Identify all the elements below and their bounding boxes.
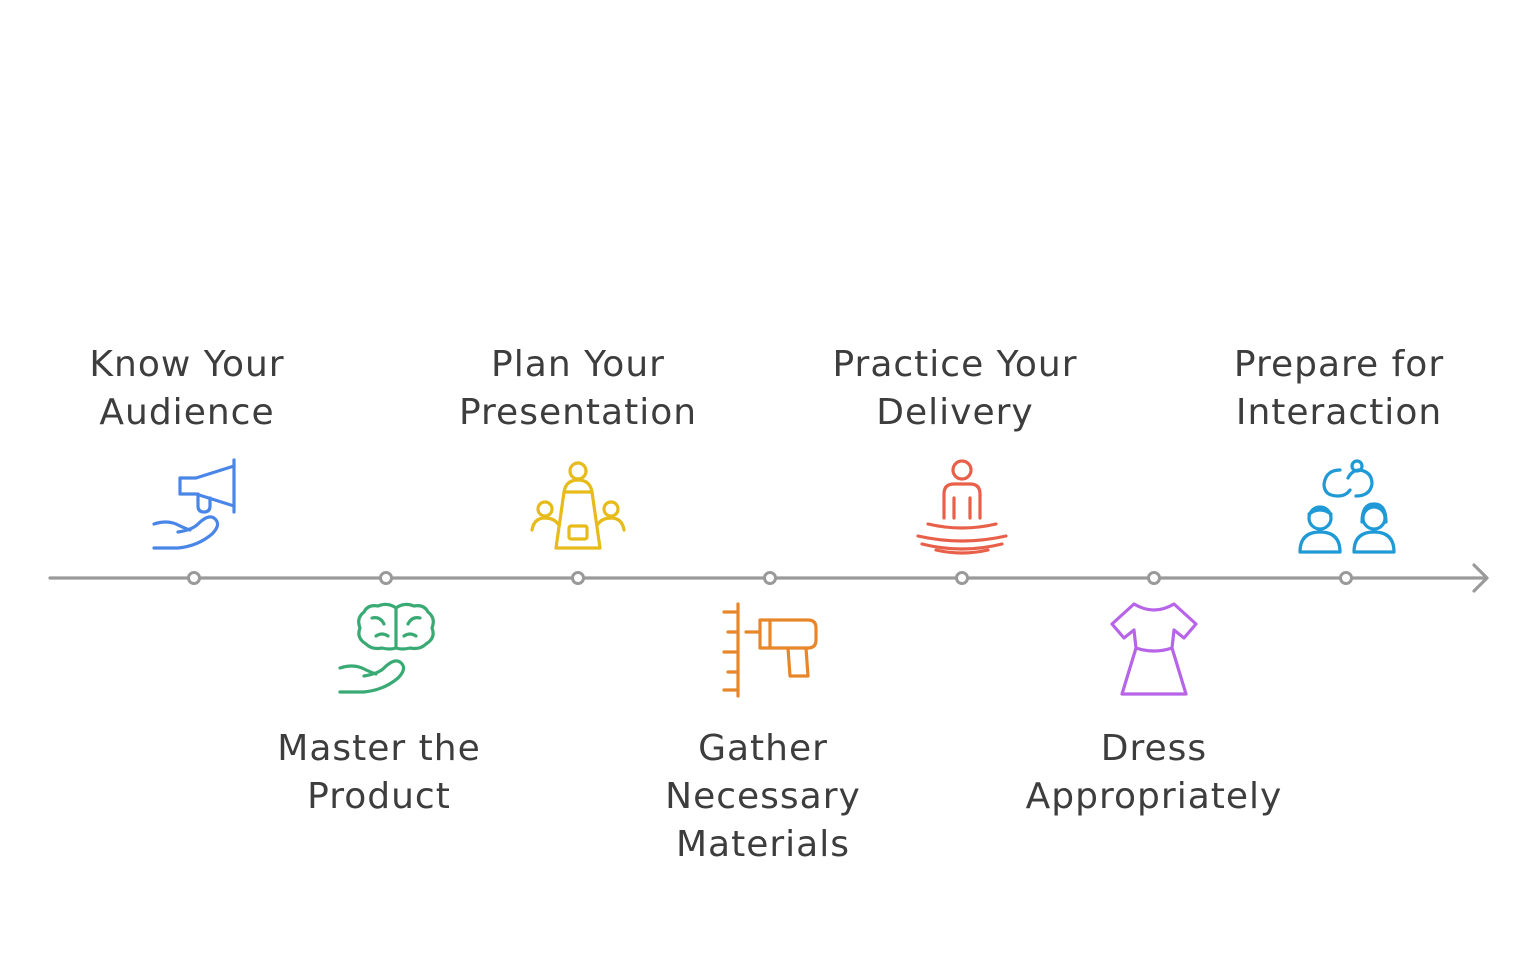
timeline-markers [187,571,1353,585]
timeline-marker [1147,571,1161,585]
timeline-arrowhead [1472,563,1489,593]
timeline-marker [571,571,585,585]
megaphone-hand-icon [152,458,236,550]
timeline-marker [1339,571,1353,585]
dress-icon [1110,602,1198,696]
meeting-table-icon [530,461,626,550]
meditation-person-icon [916,459,1008,555]
step-label-gather-necessary-materials: Gather Necessary Materials [665,728,861,865]
drill-ruler-icon [722,602,818,698]
step-label-prepare-for-interaction: Prepare for Interaction [1233,344,1445,433]
step-label-know-your-audience: Know Your Audience [89,344,285,433]
step-label-master-the-product: Master the Product [277,728,481,817]
timeline-marker [187,571,201,585]
step-label-dress-appropriately: Dress Appropriately [1025,728,1283,817]
timeline-marker [955,571,969,585]
timeline-marker [763,571,777,585]
brain-hand-icon [338,602,435,694]
timeline-marker [379,571,393,585]
step-label-practice-your-delivery: Practice Your Delivery [832,344,1078,433]
step-label-plan-your-presentation: Plan Your Presentation [458,344,698,433]
people-exchange-icon [1298,459,1396,554]
